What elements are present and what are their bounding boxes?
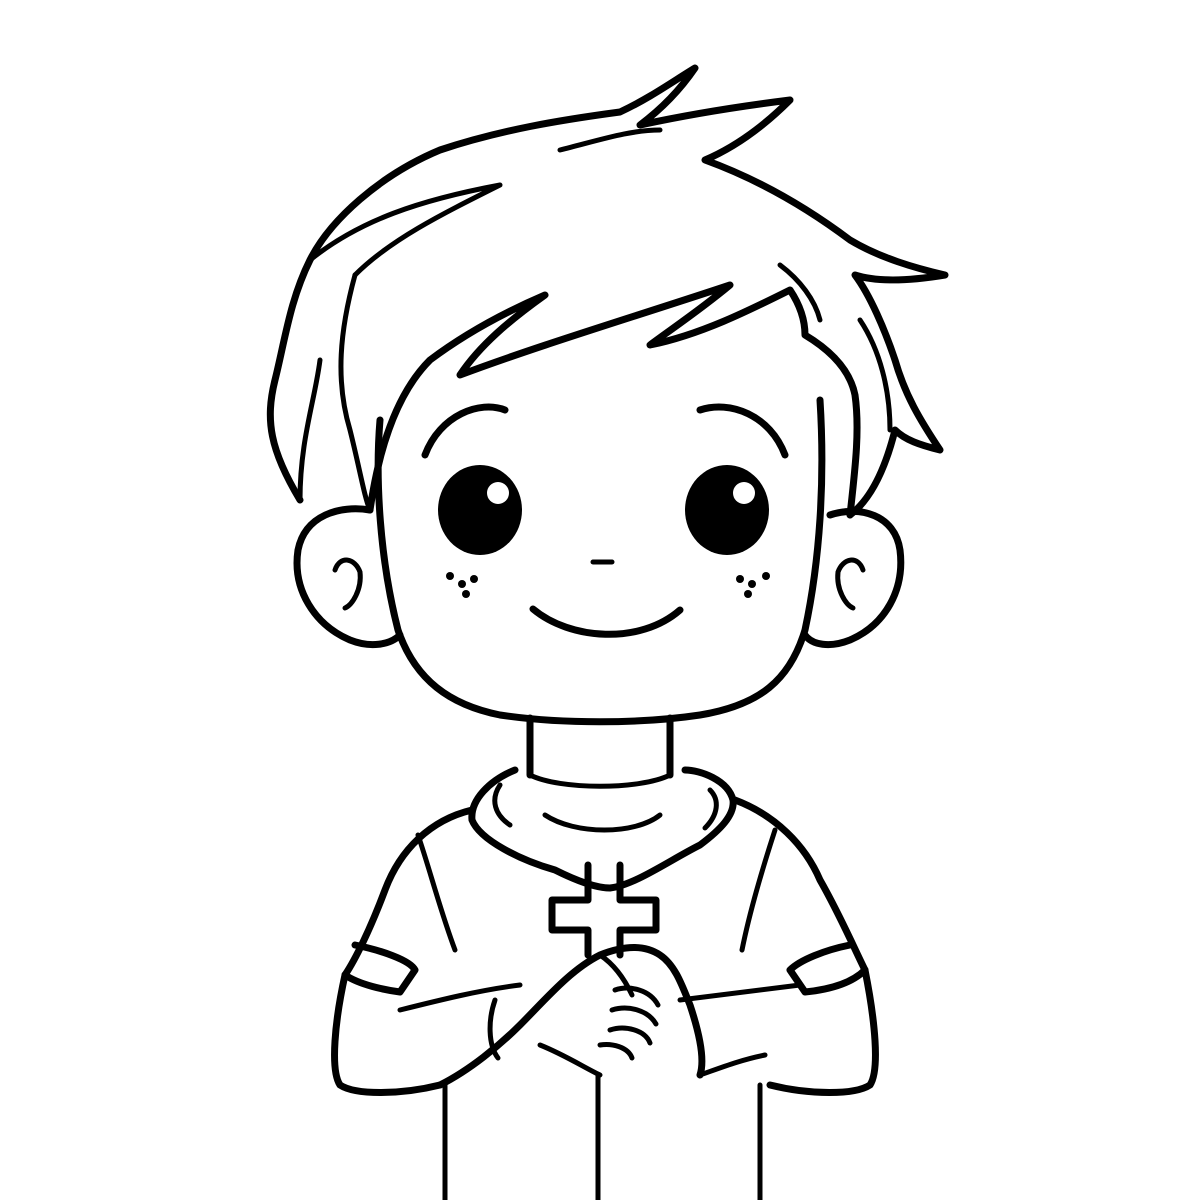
face-outline [374,396,826,726]
left-eyebrow [421,403,509,459]
hair [266,64,949,519]
neck [526,714,674,789]
right-ear [801,507,905,649]
left-freckles [446,572,478,598]
clasped-hands [397,944,803,1089]
cross-icon [548,861,660,959]
left-eye [438,465,522,555]
left-ear [293,505,404,649]
shirt [331,796,879,1200]
right-freckles [736,572,770,598]
right-eyebrow [696,403,789,459]
smile [529,605,684,638]
right-eye [685,465,769,555]
